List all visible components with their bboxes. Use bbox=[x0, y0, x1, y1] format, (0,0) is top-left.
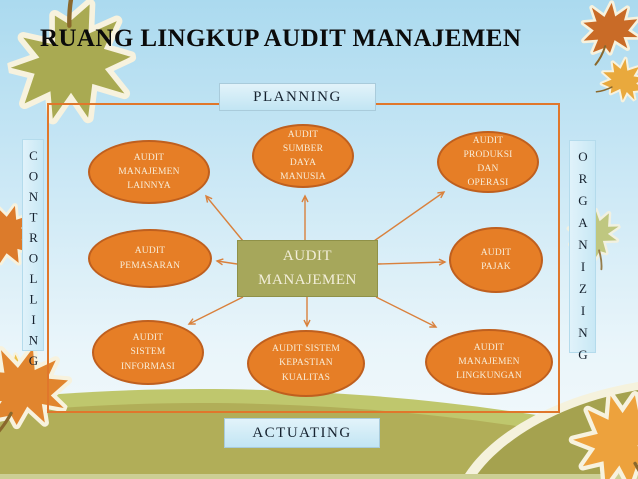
node-label: AUDIT MANAJEMEN LINGKUNGAN bbox=[456, 342, 522, 382]
node-audit-produksi-dan-operasi: AUDIT PRODUKSI DAN OPERASI bbox=[437, 131, 539, 193]
controlling-label-box: CONTROLLING bbox=[22, 139, 44, 374]
node-audit-manajemen-lainnya: AUDIT MANAJEMEN LAINNYA bbox=[88, 140, 210, 204]
organizing-label: ORGANIZING bbox=[575, 149, 591, 369]
center-node-audit-manajemen: AUDIT MANAJEMEN bbox=[237, 240, 378, 297]
node-label: AUDIT PRODUKSI DAN OPERASI bbox=[463, 135, 513, 189]
node-label: AUDIT SISTEM KEPASTIAN KUALITAS bbox=[272, 344, 340, 383]
node-audit-pajak: AUDIT PAJAK bbox=[449, 227, 543, 293]
controlling-label: CONTROLLING bbox=[26, 148, 41, 374]
planning-label: PLANNING bbox=[253, 88, 342, 105]
node-label: AUDIT SUMBER DAYA MANUSIA bbox=[280, 129, 326, 183]
node-label: AUDIT PAJAK bbox=[480, 247, 512, 272]
actuating-label-box: ACTUATING bbox=[224, 418, 380, 448]
node-label: AUDIT PEMASARAN bbox=[119, 246, 181, 271]
node-audit-sistem-informasi: AUDIT SISTEM INFORMASI bbox=[92, 320, 204, 385]
center-node-label: AUDIT MANAJEMEN bbox=[258, 248, 357, 288]
node-audit-manajemen-lingkungan: AUDIT MANAJEMEN LINGKUNGAN bbox=[425, 329, 553, 395]
actuating-label: ACTUATING bbox=[252, 424, 352, 441]
node-label: AUDIT MANAJEMEN LAINNYA bbox=[118, 152, 180, 192]
planning-label-box: PLANNING bbox=[219, 83, 376, 111]
slide-title: RUANG LINGKUP AUDIT MANAJEMEN bbox=[40, 25, 522, 52]
organizing-label-box: ORGANIZING bbox=[569, 140, 596, 369]
node-audit-sumber-daya-manusia: AUDIT SUMBER DAYA MANUSIA bbox=[252, 124, 354, 188]
node-audit-sistem-kepastian-kualitas: AUDIT SISTEM KEPASTIAN KUALITAS bbox=[247, 330, 365, 397]
node-audit-pemasaran: AUDIT PEMASARAN bbox=[88, 229, 212, 288]
node-label: AUDIT SISTEM INFORMASI bbox=[120, 333, 176, 372]
